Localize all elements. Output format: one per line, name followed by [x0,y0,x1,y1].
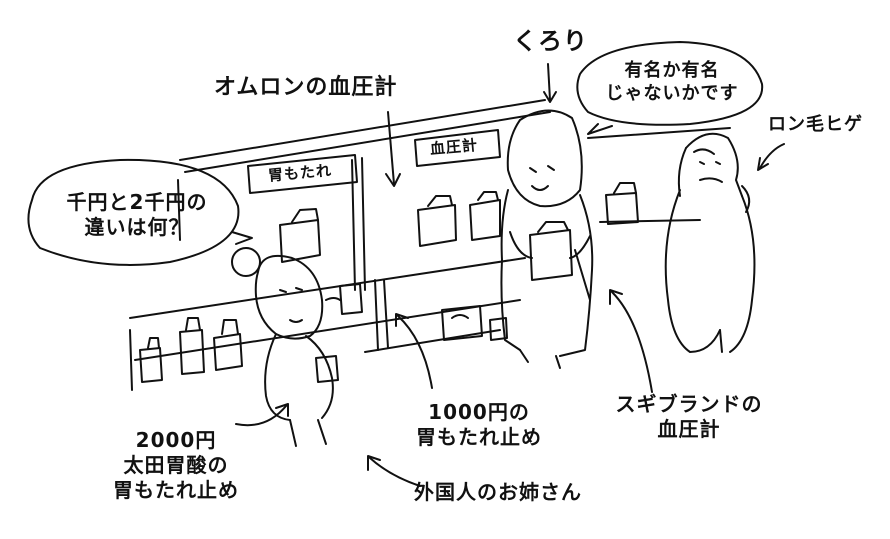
foreign-woman-label: 外国人のお姉さん [414,480,582,504]
sugi-line-2: 血圧計 [657,417,721,441]
speech-bubbles [27,41,764,266]
pointer-arrows [235,63,785,487]
long-hair-man-figure [664,132,756,353]
famous-line-2: じゃないかです [605,82,739,104]
yen2000-label: 2000円 太田胃酸の 胃もたれ止め [96,428,256,503]
yen2000-line-2: 太田胃酸の [123,453,229,477]
yen1000-line-1: 1000円の [428,400,530,424]
yen2000-line-3: 胃もたれ止め [113,478,239,502]
foreign-woman-figure [231,247,363,447]
long-hair-label: ロン毛ヒゲ [768,114,863,135]
omron-label: オムロンの血圧計 [214,75,398,100]
question-bubble-text: 千円と2千円の 違いは何？ [42,190,232,240]
store-shelves [129,99,731,391]
kurori-figure [500,109,594,369]
sugi-line-1: スギブランドの [615,392,763,416]
shelf-products [139,182,639,383]
question-line-1: 千円と2千円の [66,190,208,214]
yen1000-line-2: 胃もたれ止め [416,425,542,449]
hanging-signs [247,129,501,194]
famous-bubble-text: 有名か有名 じゃないかです [592,60,752,105]
question-line-2: 違いは何？ [84,215,190,239]
sugi-label: スギブランドの 血圧計 [596,392,782,442]
yen2000-line-1: 2000円 [135,428,217,452]
kurori-label: くろり [513,27,588,55]
yen1000-label: 1000円の 胃もたれ止め [394,400,564,450]
famous-line-1: 有名か有名 [624,60,720,81]
